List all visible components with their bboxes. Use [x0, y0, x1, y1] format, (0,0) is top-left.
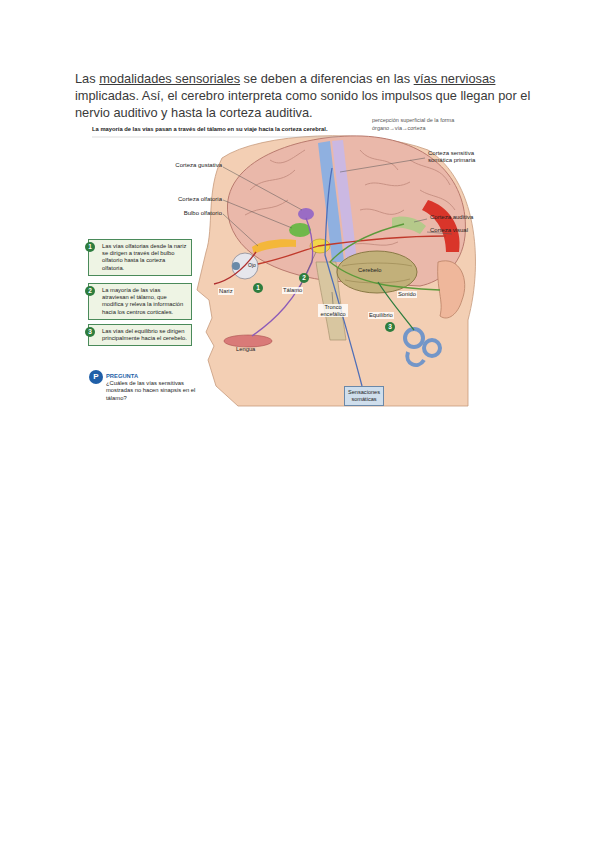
illustration-part — [300, 252, 316, 287]
illustration-part — [360, 209, 404, 214]
part-label: Corteza visual — [430, 227, 500, 234]
illustration-part — [223, 167, 302, 210]
body-paragraph: Las modalidades sensoriales se deben a d… — [75, 70, 533, 121]
illustration-part — [342, 263, 412, 266]
illustration-part — [223, 214, 258, 246]
illustration-part — [332, 292, 333, 304]
question-heading: PREGUNTA — [106, 373, 196, 380]
part-label: Nariz — [218, 288, 234, 295]
part-label: Corteza sensitiva somática primaria — [428, 150, 494, 164]
illustration-part — [360, 150, 398, 170]
sensation-box: Sensaciones somáticas — [344, 386, 384, 406]
callout-box: Las vías del equilibrio se dirigen princ… — [88, 324, 192, 346]
callout-number: 3 — [385, 322, 395, 332]
tongue — [224, 335, 272, 347]
figure-rule — [92, 137, 340, 138]
illustration-part — [258, 236, 446, 264]
question-box: PREGUNTA¿Cuáles de las vías sensitivas m… — [104, 372, 198, 403]
illustration-part — [350, 242, 398, 245]
handwritten-note: órgano→vía→corteza — [372, 125, 522, 132]
part-label: Ojo — [248, 262, 262, 268]
illustration-part — [252, 218, 313, 336]
box-text: La mayoría de las vías atraviesan el tál… — [102, 287, 187, 316]
ear — [438, 261, 465, 318]
callout-number: 3 — [85, 327, 95, 337]
illustration-part — [270, 150, 305, 163]
sensory-pathways — [214, 168, 446, 386]
callout-number: 2 — [299, 273, 309, 283]
illustration-part — [245, 200, 288, 215]
leader-lines — [223, 158, 452, 304]
handwritten-note: percepción superficial de la forma — [372, 117, 522, 124]
illustration-part — [407, 352, 424, 365]
illustration-part — [365, 182, 410, 186]
part-label: Tronco encefálico — [318, 304, 348, 317]
box-text: Sensaciones somáticas — [347, 389, 381, 403]
box-text: Las vías del equilibrio se dirigen princ… — [102, 328, 187, 342]
box-text: ¿Cuáles de las vías sensitivas mostradas… — [106, 380, 196, 402]
callout-number: 2 — [85, 286, 95, 296]
part-label: Lengua — [236, 346, 262, 353]
part-label: Corteza olfatoria — [146, 196, 222, 203]
eye-iris — [232, 262, 240, 270]
figure-heading: La mayoría de las vías pasan a través de… — [92, 126, 352, 133]
head-skin — [197, 136, 475, 406]
olfactory-cortex — [289, 223, 311, 237]
illustration-part — [414, 219, 427, 222]
illustration-part — [410, 160, 450, 185]
illustration-part — [345, 279, 410, 283]
illustration-part — [424, 340, 440, 356]
illustration-part — [330, 224, 440, 290]
part-label: Cerebelo — [358, 267, 388, 274]
olfactory-bulb — [252, 239, 296, 254]
callout-box: Las vías olfatorias desde la nariz se di… — [88, 239, 192, 276]
callout-number: 1 — [253, 283, 263, 293]
callout-box: La mayoría de las vías atraviesan el tál… — [88, 283, 192, 320]
illustration-part — [325, 168, 362, 386]
part-label: Corteza gustativa — [146, 162, 222, 169]
visual-cortex — [422, 200, 460, 252]
part-label: Corteza auditiva — [430, 214, 500, 221]
illustration-part — [214, 252, 256, 284]
cerebellum-folia — [342, 263, 412, 283]
part-label: Sonido — [397, 291, 417, 298]
part-label: Bulbo olfatorio — [146, 210, 222, 217]
part-label: Equilibrio — [368, 312, 394, 319]
callout-number: 1 — [85, 242, 95, 252]
illustration-part — [250, 170, 295, 190]
box-text: Las vías olfatorias desde la nariz se di… — [102, 243, 187, 272]
cerebellum — [337, 251, 417, 293]
inner-ear — [405, 329, 440, 365]
illustration-part — [340, 158, 425, 172]
part-label: Tálamo — [282, 287, 303, 294]
illustration-part — [405, 329, 423, 347]
illustration-part — [378, 282, 414, 330]
question-icon: P — [89, 370, 103, 384]
